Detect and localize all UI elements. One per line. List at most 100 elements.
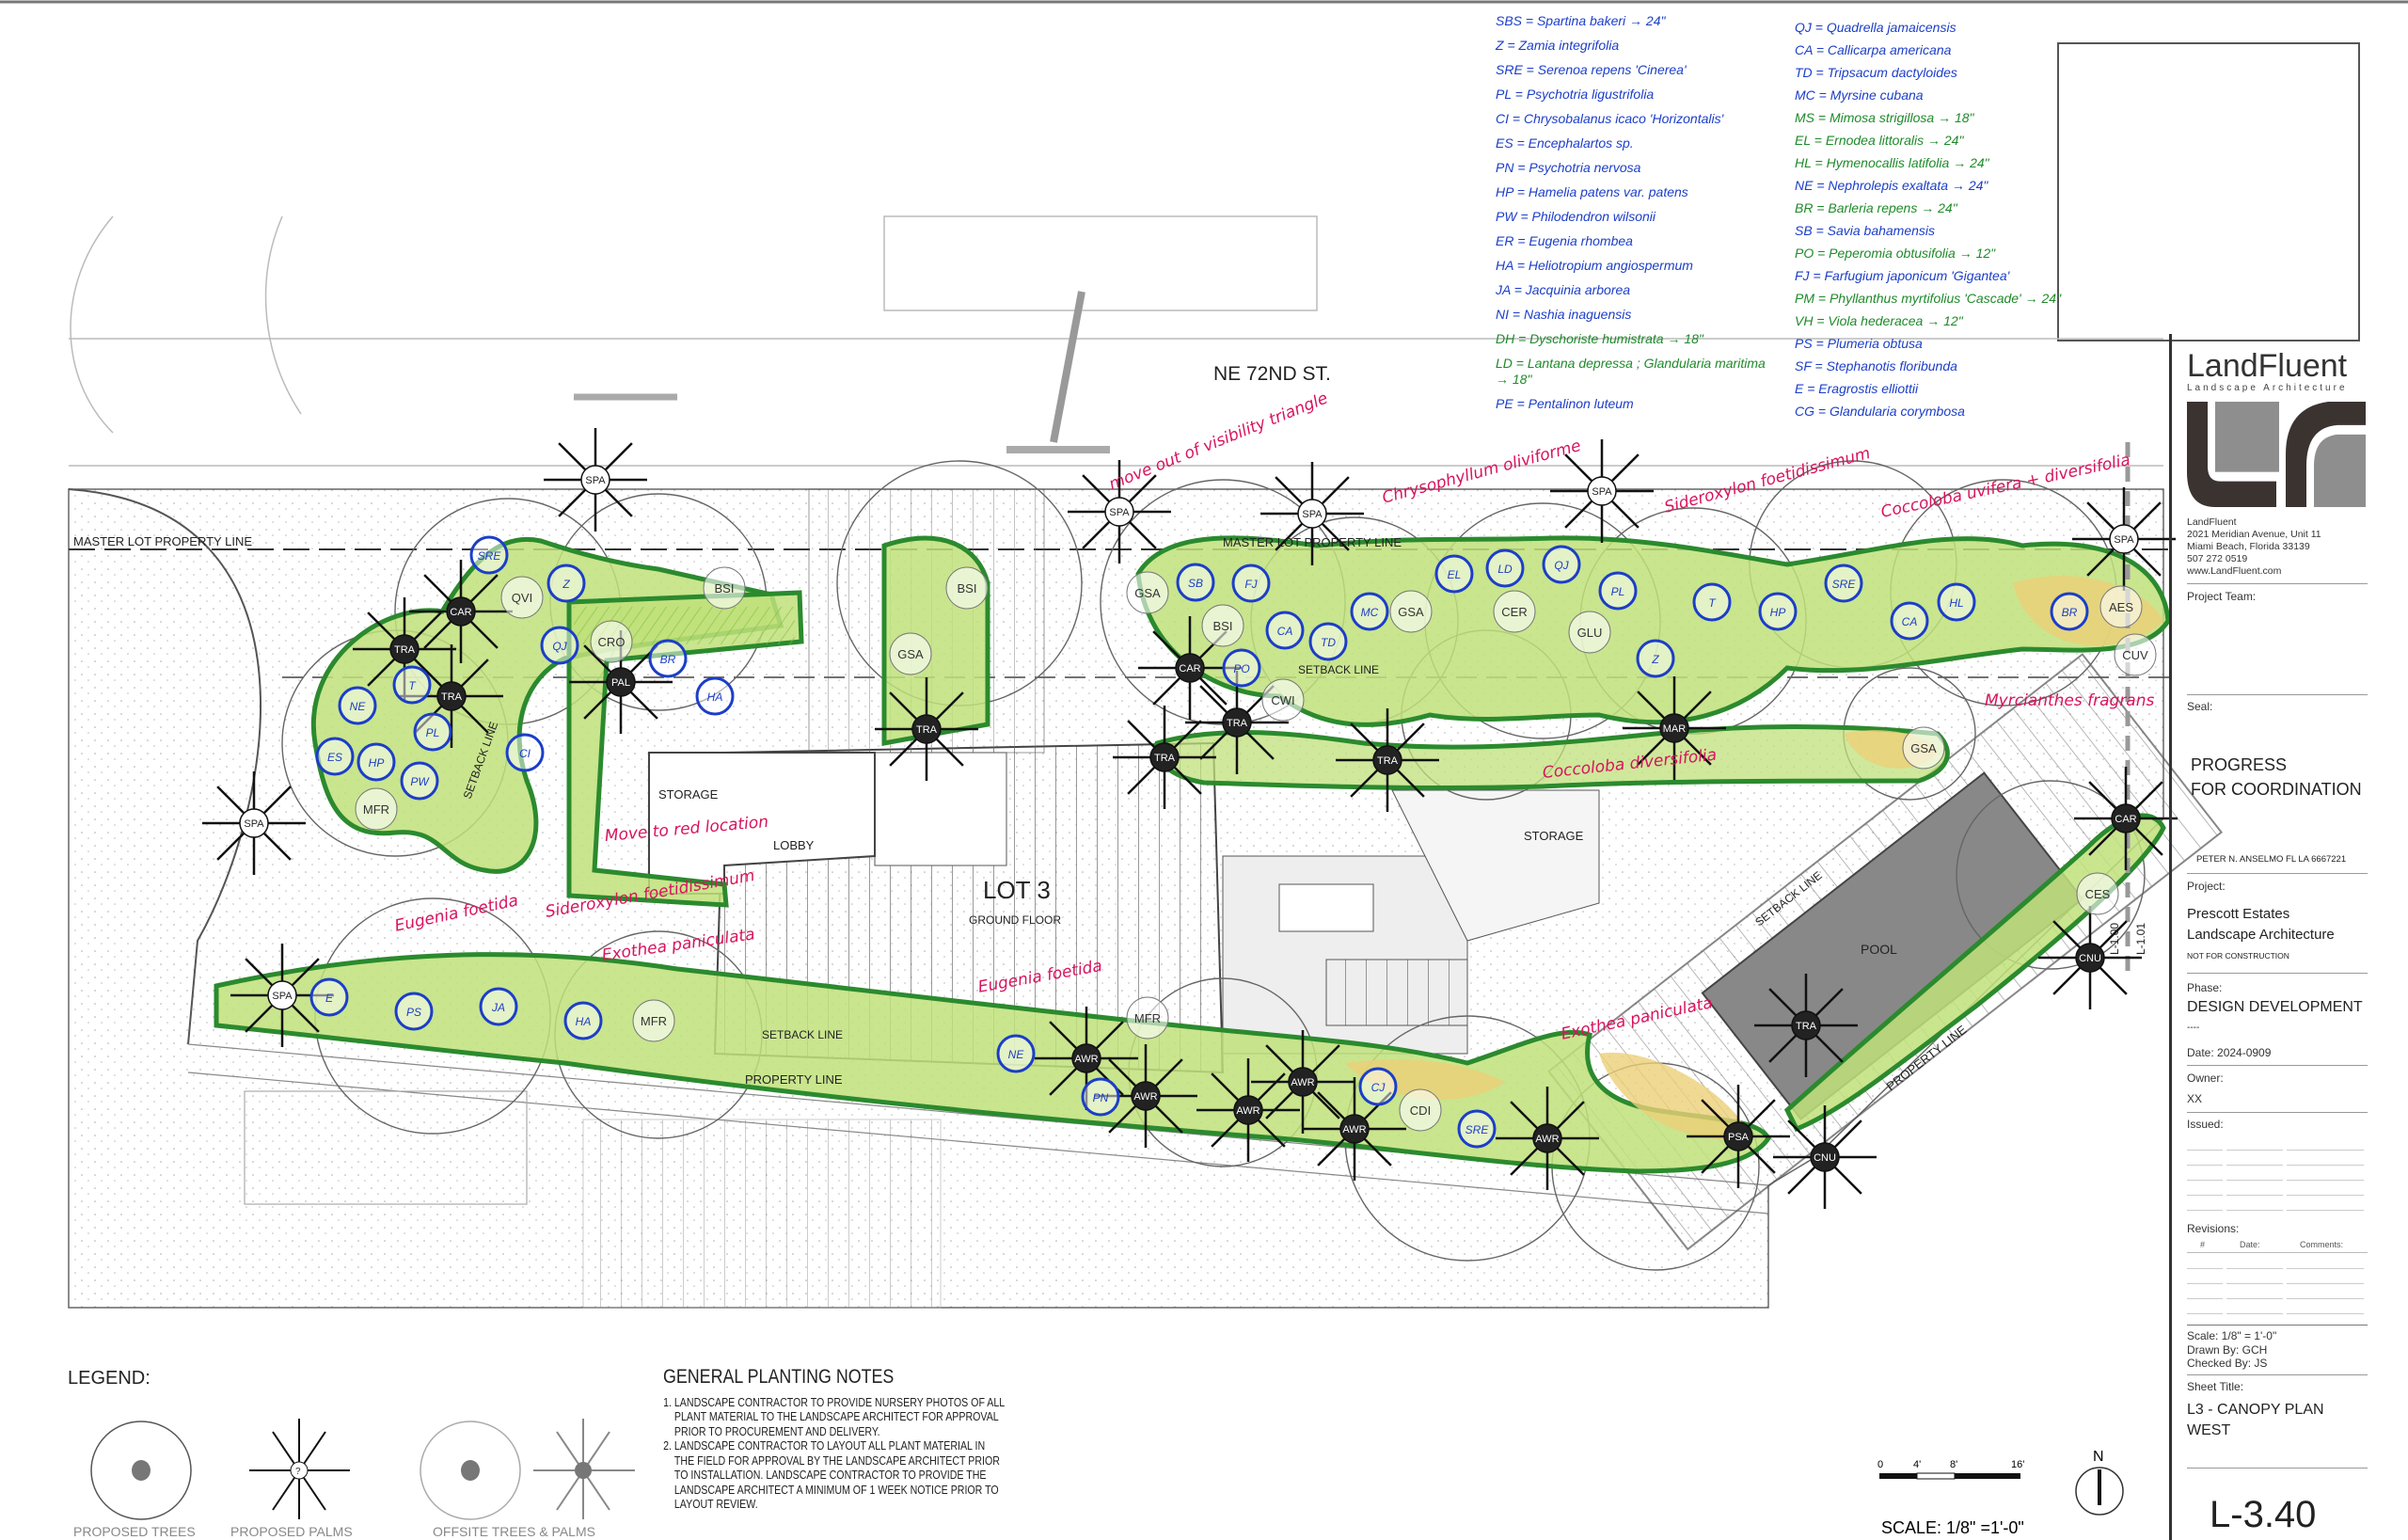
legend-title: LEGEND:	[68, 1368, 150, 1389]
palm-symbol: PAL	[606, 667, 636, 697]
palm-symbol: SPA	[1587, 476, 1617, 506]
shrub-code: FJ	[1244, 578, 1258, 591]
legend-offsite-tree-icon	[420, 1421, 521, 1520]
plant-list-entry: SB = Savia bahamensis	[1795, 223, 1936, 238]
palm-code: PAL	[611, 677, 630, 689]
drawn-by: Drawn By: GCH	[2187, 1342, 2268, 1357]
tree-code: BSI	[958, 581, 977, 595]
shrub-code: PN	[1093, 1091, 1109, 1104]
palm-code: SPA	[272, 991, 293, 1002]
tree-code: CDI	[1410, 1103, 1431, 1118]
address-line: Miami Beach, Florida 33139	[2187, 541, 2310, 552]
plant-list-entry: MS = Mimosa strigillosa → 18"	[1795, 110, 1974, 125]
palm-code: AWR	[1342, 1124, 1366, 1135]
shrub-symbol: PL	[413, 712, 452, 752]
shrub-symbol: Z	[1636, 639, 1675, 678]
shrub-symbol: FJ	[1231, 564, 1271, 603]
shrub-symbol: HP	[356, 742, 396, 782]
tree-code: CER	[1501, 605, 1527, 619]
shrub-code: HL	[1949, 596, 1963, 610]
shrub-symbol: PL	[1598, 571, 1638, 611]
shrub-code: T	[1708, 596, 1717, 610]
sheet-title-2: WEST	[2187, 1422, 2231, 1438]
shrub-symbol: E	[309, 977, 349, 1017]
scale-tick: 8'	[1950, 1459, 1957, 1470]
palm-symbol: AWR	[1339, 1114, 1370, 1144]
plant-list-entry: PE = Pentalinon luteum	[1496, 396, 1634, 411]
shrub-symbol: MC	[1350, 592, 1389, 631]
palm-code: CAR	[450, 607, 471, 618]
plant-list-entry: JA = Jacquinia arborea	[1496, 282, 1631, 297]
tree-code: CES	[2085, 887, 2111, 901]
setback-line-label-2: SETBACK LINE	[1298, 663, 1379, 676]
palm-code: SPA	[244, 818, 264, 830]
firm-name: LandFluent	[2187, 348, 2348, 384]
plant-list-entry: FJ = Farfugium japonicum 'Gigantea'	[1795, 268, 2010, 283]
tree-code: GSA	[1134, 586, 1161, 600]
shrub-symbol: T	[392, 665, 432, 705]
shrub-symbol: CA	[1890, 601, 1929, 641]
shrub-symbol: NE	[996, 1034, 1036, 1073]
shrub-symbol: QJ	[1542, 545, 1581, 584]
shrub-symbol: CI	[505, 733, 545, 772]
palm-code: TRA	[1154, 753, 1176, 764]
tree-symbol: BSI	[703, 566, 746, 610]
tree-symbol: MFR	[632, 999, 675, 1042]
plant-list-entry: PW = Philodendron wilsonii	[1496, 209, 1656, 224]
shrub-code: NE	[350, 700, 367, 713]
plant-list-entry: HL = Hymenocallis latifolia → 24"	[1795, 155, 1989, 170]
palm-code: SPA	[1592, 486, 1612, 498]
shrub-code: Z	[1651, 653, 1659, 666]
tree-code: CWI	[1271, 693, 1294, 707]
shrub-symbol: PN	[1081, 1077, 1120, 1117]
palm-symbol: TRA	[911, 714, 942, 744]
palm-symbol: TRA	[1222, 707, 1252, 738]
title-block: LandFluent Landscape Architecture LandFl…	[2169, 334, 2408, 1540]
shrub-code: EL	[1448, 568, 1462, 581]
palm-symbol: AWR	[1071, 1043, 1101, 1073]
seal-name: PETER N. ANSELMO FL LA 6667221	[2196, 854, 2347, 865]
annotation: Myrcianthes fragrans	[1985, 691, 2155, 710]
plant-list-entry: MC = Myrsine cubana	[1795, 87, 1924, 103]
plant-list-entry: HA = Heliotropium angiospermum	[1496, 258, 1693, 273]
shrub-symbol: Z	[547, 564, 586, 603]
palm-symbol: TRA	[389, 634, 420, 664]
general-planting-notes: GENERAL PLANTING NOTES LANDSCAPE CONTRAC…	[663, 1367, 1007, 1513]
setback-line-label-4: SETBACK LINE	[762, 1028, 843, 1041]
shrub-symbol: JA	[479, 987, 518, 1026]
street-context	[69, 215, 2163, 467]
palm-symbol: TRA	[1149, 742, 1180, 772]
shrub-code: CJ	[1371, 1081, 1386, 1094]
palm-code: AWR	[1074, 1054, 1098, 1065]
legend-label: PROPOSED PALMS	[230, 1524, 353, 1539]
north-label: N	[2093, 1449, 2104, 1465]
tree-symbol: GSA	[889, 632, 932, 675]
tree-code: MFR	[1134, 1011, 1161, 1025]
shrub-code: JA	[491, 1001, 505, 1014]
palm-symbol: SPA	[1104, 497, 1134, 527]
note-item: LANDSCAPE CONTRACTOR TO PROVIDE NURSERY …	[674, 1396, 1007, 1440]
ground-floor-label: GROUND FLOOR	[969, 913, 1061, 927]
palm-code: CAR	[2115, 814, 2136, 825]
tree-symbol: GSA	[1126, 571, 1169, 614]
shrub-code: HP	[369, 756, 385, 770]
phase-dash: ----	[2187, 1023, 2200, 1033]
plant-list-entry: BR = Barleria repens → 24"	[1795, 200, 1957, 215]
shrub-code: PS	[406, 1006, 421, 1019]
rev-col: Date:	[2240, 1240, 2260, 1249]
palm-code: MAR	[1663, 723, 1687, 735]
tree-symbol: BSI	[945, 566, 989, 610]
issued-label: Issued:	[2187, 1118, 2224, 1131]
plant-list-entry: PN = Psychotria nervosa	[1496, 160, 1641, 175]
palm-code: AWR	[1535, 1134, 1559, 1145]
shrub-symbol: TD	[1308, 622, 1348, 661]
bed-middle	[1153, 724, 1950, 790]
palm-symbol: CNU	[1810, 1142, 1840, 1172]
shrub-code: PL	[1611, 585, 1625, 598]
plant-list-entry: CI = Chrysobalanus icaco 'Horizontalis'	[1496, 111, 1724, 126]
shrub-symbol: SRE	[1824, 564, 1863, 603]
shrub-code: PO	[1233, 662, 1249, 675]
